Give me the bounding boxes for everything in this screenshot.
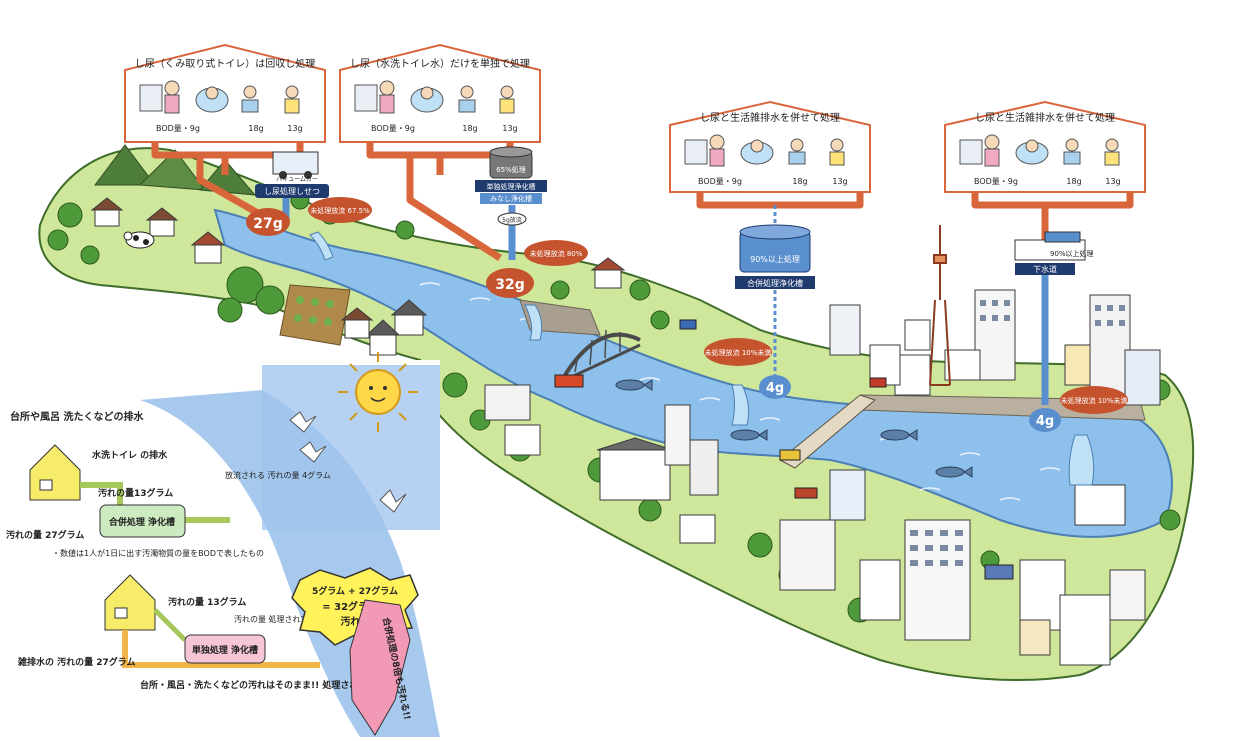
single-tank-alias: みなし浄化槽 bbox=[490, 194, 532, 203]
city-buildings bbox=[484, 289, 1161, 666]
inset-dirt13: 汚れの量13グラム bbox=[98, 487, 173, 499]
arch-bridge bbox=[563, 329, 641, 382]
bod-label: BOD量・9g bbox=[974, 177, 1018, 186]
discharge-4: 4g 未処理放流 10%未満 bbox=[1029, 386, 1128, 432]
inset-dirt27: 汚れの量 27グラム bbox=[6, 529, 84, 541]
inset-pipe-green-lower bbox=[153, 608, 187, 642]
family-illustration bbox=[684, 134, 845, 167]
discharge-2: 32g 未処理放流 80% bbox=[486, 240, 588, 298]
discharge-1: 27g 未処理放流 67.5% bbox=[246, 197, 372, 236]
house-title: し尿（くみ取り式トイレ）は回収し処理 bbox=[135, 57, 315, 70]
cow bbox=[123, 231, 155, 249]
road-bridge bbox=[779, 394, 876, 469]
night-soil-plant-label-box: し尿処理しせつ bbox=[255, 184, 329, 198]
amount-18g: 18g bbox=[462, 124, 477, 133]
house-panel-2: し尿（水洗トイレ水）だけを単独で処理 BOD量・9g 18g 13g bbox=[339, 43, 541, 143]
amount-13g: 13g bbox=[287, 124, 302, 133]
vacuum-truck: バキュームカー bbox=[272, 151, 319, 183]
inset-single-tank-label: 単独処理 浄化槽 bbox=[192, 644, 258, 656]
combined-tank-name: 合併処理浄化槽 bbox=[747, 278, 803, 288]
amount-13g: 13g bbox=[502, 124, 517, 133]
combined-tank: 90%以上処理 合併処理浄化槽 bbox=[735, 224, 815, 289]
discharge-amount: 27g bbox=[253, 216, 283, 232]
inset-eight-times-banner bbox=[349, 599, 411, 736]
sewer-pct: 90%以上処理 bbox=[1050, 249, 1094, 258]
bird-icons bbox=[289, 411, 407, 513]
single-tank-pct: 65%処理 bbox=[496, 165, 526, 174]
amount-13g: 13g bbox=[832, 177, 847, 186]
inset-top-label: 台所や風呂 洗たくなどの排水 bbox=[10, 410, 144, 423]
inset-combined-tank-label: 合併処理 浄化槽 bbox=[109, 516, 175, 528]
single-tank: 65%処理 単独処理浄化槽 みなし浄化槽 5g放流 bbox=[475, 146, 547, 226]
inset-toilet-label: 水洗トイレ の排水 bbox=[92, 449, 168, 461]
discharge-note: 未処理放流 67.5% bbox=[310, 206, 370, 215]
orange-pipes bbox=[151, 142, 1134, 261]
inset-sum-line1: 5グラム + 27グラム bbox=[312, 585, 398, 597]
discharge-note: 未処理放流 10%未満 bbox=[705, 348, 772, 357]
vehicles bbox=[554, 319, 1014, 580]
tall-tower bbox=[929, 225, 951, 386]
discharge-3: 4g 未処理放流 10%未満 bbox=[704, 338, 791, 399]
inset-grey27: 雑排水の 汚れの量 27グラム bbox=[17, 656, 136, 668]
single-tank-release: 5g放流 bbox=[502, 216, 522, 224]
inset-dirt13b: 汚れの量 13グラム bbox=[168, 596, 246, 608]
family-illustration bbox=[139, 80, 300, 114]
house-panel-1: し尿（くみ取り式トイレ）は回収し処理 BOD量・9g 18g 13g bbox=[124, 43, 326, 143]
outfalls bbox=[309, 231, 1095, 486]
house-panel-3: し尿と生活雑排水を併せて処理 BOD量・9g 18g 13g bbox=[669, 100, 871, 193]
inset-footnote: ・数値は1人が1日に出す汚濁物質の量をBODで表したもの bbox=[52, 548, 264, 558]
family-illustration bbox=[354, 80, 515, 114]
discharge-amount: 4g bbox=[766, 381, 784, 396]
bod-label: BOD量・9g bbox=[371, 124, 415, 133]
building-windows bbox=[910, 300, 1125, 566]
inset-released: 放流される 汚れの量 4グラム bbox=[225, 470, 331, 480]
inset-single-tank bbox=[184, 634, 266, 664]
discharge-note: 未処理放流 80% bbox=[530, 249, 583, 258]
inset-untreated: 台所・風呂・洗たくなどの汚れはそのまま!! 処理されずに bbox=[140, 679, 376, 691]
inset-combined-tank bbox=[99, 504, 186, 538]
bod-label: BOD量・9g bbox=[156, 124, 200, 133]
vacuum-truck-label: バキュームカー bbox=[276, 176, 318, 183]
amount-13g: 13g bbox=[1105, 177, 1120, 186]
single-tank-name: 単独処理浄化槽 bbox=[487, 182, 536, 191]
night-soil-plant-label: し尿処理しせつ bbox=[264, 186, 320, 196]
sun-icon bbox=[338, 352, 418, 432]
amount-18g: 18g bbox=[792, 177, 807, 186]
inset-pipe-lower bbox=[122, 630, 320, 668]
sewer-facility: 90%以上処理 下水道 bbox=[1014, 231, 1094, 275]
fish bbox=[615, 379, 973, 478]
amount-18g: 18g bbox=[1066, 177, 1081, 186]
discharge-note: 未処理放流 10%未満 bbox=[1061, 396, 1128, 405]
bod-label: BOD量・9g bbox=[698, 177, 742, 186]
amount-18g: 18g bbox=[248, 124, 263, 133]
combined-tank-pct: 90%以上処理 bbox=[750, 254, 800, 264]
inset-panel: 台所や風呂 洗たくなどの排水 水洗トイレ の排水 汚れの量13グラム 合併処理 … bbox=[0, 352, 440, 737]
inset-house-lower bbox=[104, 574, 156, 631]
house-title: し尿と生活雑排水を併せて処理 bbox=[700, 111, 840, 124]
sewer-name: 下水道 bbox=[1033, 264, 1057, 274]
house-title: し尿（水洗トイレ水）だけを単独で処理 bbox=[350, 57, 530, 70]
family-illustration bbox=[959, 134, 1120, 167]
inset-treated5: 汚れの量 処理されても 5グラム bbox=[234, 614, 347, 624]
rural-houses bbox=[90, 197, 626, 356]
house-title: し尿と生活雑排水を併せて処理 bbox=[975, 111, 1115, 124]
discharge-amount: 32g bbox=[495, 277, 525, 293]
house-panel-4: し尿と生活雑排水を併せて処理 BOD量・9g 18g 13g bbox=[944, 100, 1146, 193]
vegetable-field bbox=[279, 284, 351, 346]
discharge-amount: 4g bbox=[1036, 414, 1054, 429]
